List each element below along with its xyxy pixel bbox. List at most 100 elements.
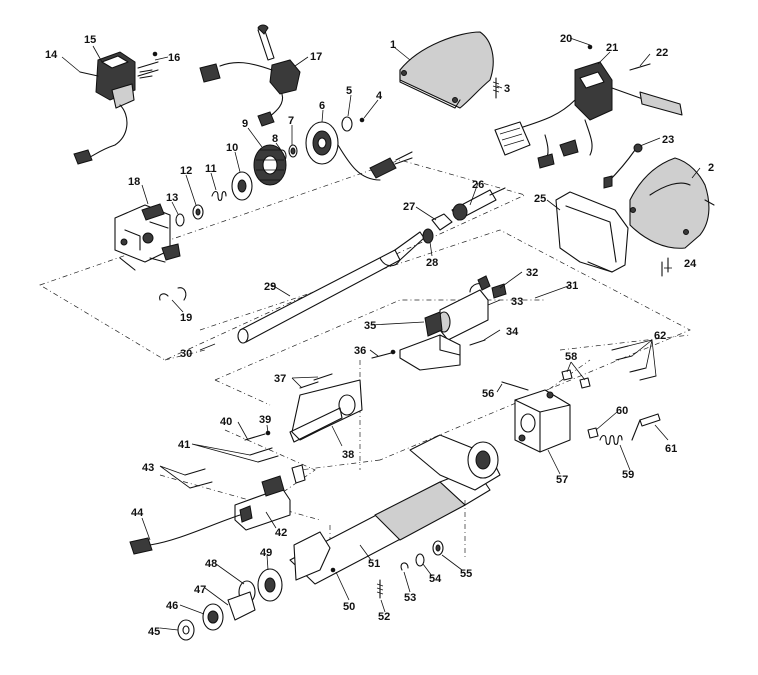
- upper-shroud-cover: [399, 31, 494, 109]
- callout-1: 1: [390, 39, 396, 51]
- combination-switch: [494, 61, 683, 169]
- nut-54: [415, 553, 425, 567]
- callout-23: 23: [662, 134, 674, 146]
- callout-52: 52: [378, 611, 390, 623]
- ring-5: [341, 116, 353, 132]
- callout-17: 17: [310, 51, 322, 63]
- callout-13: 13: [166, 192, 178, 204]
- screw-4: [359, 117, 365, 123]
- retaining-clips: [159, 287, 187, 301]
- gear-27: [431, 213, 453, 231]
- callout-4: 4: [376, 90, 383, 102]
- callout-35: 35: [364, 320, 376, 332]
- clip-53: [400, 562, 409, 571]
- leader-lines: [61, 37, 701, 631]
- washer-45: [177, 619, 195, 641]
- callout-27: 27: [403, 201, 415, 213]
- screw-16: [137, 51, 159, 77]
- callout-10: 10: [226, 142, 238, 154]
- bracket-35: [399, 334, 461, 371]
- steering-shaft: [237, 231, 425, 344]
- bearing-28: [422, 228, 434, 244]
- callout-24: 24: [684, 258, 697, 270]
- wiring-bracket: [129, 464, 306, 555]
- callout-6: 6: [319, 100, 325, 112]
- callout-33: 33: [511, 296, 523, 308]
- callout-49: 49: [260, 547, 272, 559]
- screws-24: [661, 257, 669, 277]
- clip-32: [491, 283, 507, 299]
- callout-21: 21: [606, 42, 618, 54]
- callout-46: 46: [166, 600, 178, 612]
- washer-13: [175, 213, 185, 227]
- bolt-34: [469, 339, 486, 346]
- spring-11: [211, 190, 227, 202]
- callout-57: 57: [556, 474, 568, 486]
- callout-8: 8: [272, 133, 278, 145]
- callout-61: 61: [665, 443, 677, 455]
- callout-9: 9: [242, 118, 248, 130]
- lock-plate: [231, 171, 253, 201]
- callout-42: 42: [275, 527, 287, 539]
- callout-31: 31: [566, 280, 578, 292]
- screws-37: [299, 373, 333, 389]
- column-jacket: [289, 434, 501, 585]
- bolt-61: [631, 413, 661, 441]
- callout-28: 28: [426, 257, 438, 269]
- callout-40: 40: [220, 416, 232, 428]
- lower-housing: [514, 389, 571, 453]
- screw-20: [587, 44, 593, 50]
- switch-assembly: [73, 51, 153, 165]
- callout-7: 7: [288, 115, 294, 127]
- lock-cylinder: [424, 275, 491, 341]
- callout-26: 26: [472, 179, 484, 191]
- callout-51: 51: [368, 558, 380, 570]
- callout-59: 59: [622, 469, 634, 481]
- callout-45: 45: [148, 626, 160, 638]
- callout-22: 22: [656, 47, 668, 59]
- callout-39: 39: [259, 414, 271, 426]
- callout-50: 50: [343, 601, 355, 613]
- callout-37: 37: [274, 373, 286, 385]
- callout-55: 55: [460, 568, 472, 580]
- screw-22: [629, 63, 651, 71]
- callout-34: 34: [506, 326, 519, 338]
- callout-56: 56: [482, 388, 494, 400]
- screw-3: [492, 77, 500, 99]
- turn-signal-switch: [199, 24, 301, 127]
- bushing-46: [202, 603, 224, 631]
- callout-32: 32: [526, 267, 538, 279]
- callout-11: 11: [205, 163, 217, 175]
- lower-shroud-cover: [629, 157, 715, 249]
- callout-numbers: 1 2 3 4 5 6 7 8 9 10 11 12 13 14 15 16 1…: [45, 33, 714, 638]
- callout-30: 30: [180, 348, 192, 360]
- bolt-56: [501, 381, 529, 391]
- spring-7: [288, 144, 298, 158]
- trim-bezel: [555, 191, 629, 273]
- callout-60: 60: [616, 405, 628, 417]
- callout-41: 41: [178, 439, 190, 451]
- callout-48: 48: [205, 558, 217, 570]
- callout-36: 36: [354, 345, 366, 357]
- screws-62: [611, 345, 657, 381]
- bolt-52: [376, 579, 384, 599]
- horn-contact-coil: [305, 121, 413, 181]
- nut-55: [432, 540, 444, 556]
- callout-25: 25: [534, 193, 546, 205]
- pin-60: [587, 427, 599, 439]
- callout-58: 58: [565, 351, 577, 363]
- sensor-23: [603, 143, 643, 189]
- nut-58: [561, 369, 591, 389]
- lock-housing: [114, 203, 181, 271]
- cancelling-cam: [253, 144, 287, 186]
- callout-38: 38: [342, 449, 354, 461]
- callout-47: 47: [194, 584, 206, 596]
- callout-44: 44: [131, 507, 144, 519]
- callout-18: 18: [128, 176, 140, 188]
- callout-43: 43: [142, 462, 154, 474]
- callout-20: 20: [560, 33, 572, 45]
- callout-14: 14: [45, 49, 58, 61]
- callout-54: 54: [429, 573, 442, 585]
- callout-53: 53: [404, 592, 416, 604]
